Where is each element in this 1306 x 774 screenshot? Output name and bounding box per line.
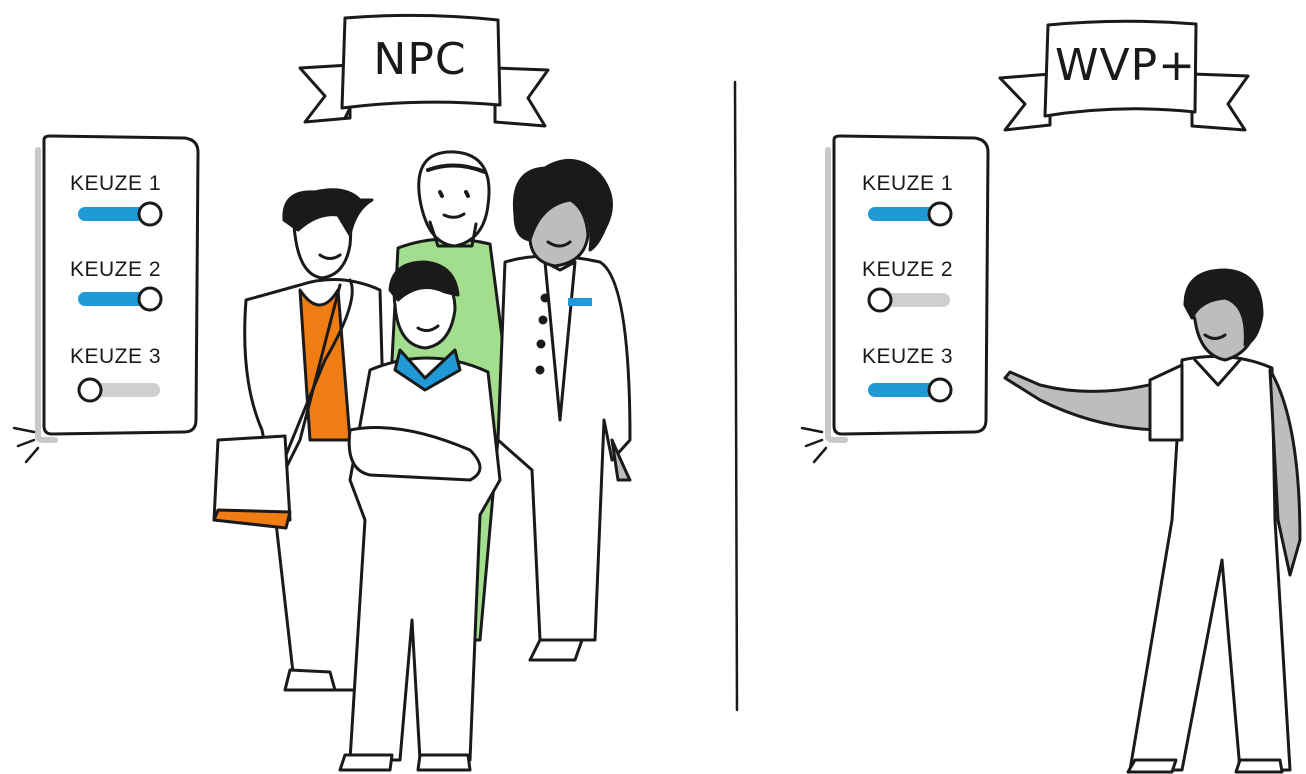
person-crossed-arms (338, 260, 502, 772)
npc-choice-label-1: KEUZE 1 (70, 172, 162, 195)
divider-line (733, 80, 739, 712)
wvp-toggle-2 (867, 287, 950, 313)
npc-toggle-2 (78, 286, 163, 312)
npc-toggle-1 (78, 201, 163, 227)
person-curly-hair (496, 158, 632, 662)
person-spiky-hair (212, 188, 387, 692)
npc-choice-label-2: KEUZE 2 (70, 258, 162, 281)
wvp-toggle-1 (868, 201, 953, 227)
person-pointing (1003, 268, 1302, 774)
wvp-choice-label-2: KEUZE 2 (862, 258, 954, 281)
wvp-choice-label-1: KEUZE 1 (862, 172, 954, 195)
wvp-banner-ribbon (998, 19, 1250, 132)
wvp-toggle-3 (868, 377, 953, 403)
wvp-banner-label: WVP+ (1055, 40, 1197, 91)
npc-choice-label-3: KEUZE 3 (70, 345, 162, 368)
npc-toggle-3 (77, 377, 160, 403)
wvp-choice-label-3: KEUZE 3 (862, 345, 954, 368)
npc-banner-ribbon (298, 13, 550, 128)
npc-banner-label: NPC (373, 34, 467, 85)
